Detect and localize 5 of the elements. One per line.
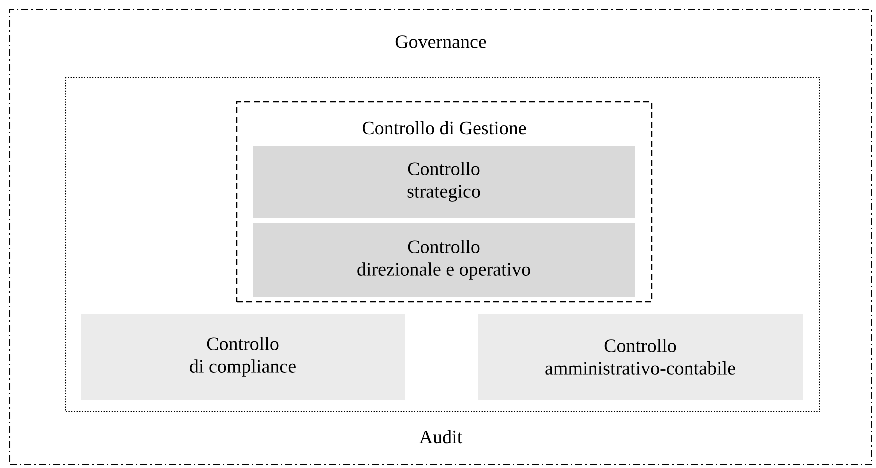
process-box: Controllo amministrativo-contabile [478,314,803,400]
process-box: Controllo strategico [253,146,635,218]
process-box: Controllo di compliance [81,314,405,400]
process-box: Controllo direzionale e operativo [253,223,635,297]
dotted-frame [66,78,820,412]
